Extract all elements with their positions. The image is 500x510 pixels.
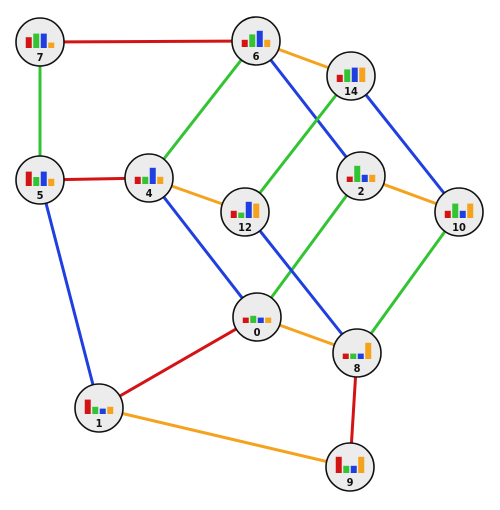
node-circle <box>434 187 484 237</box>
node-label: 6 <box>253 50 260 63</box>
node-bar-2 <box>357 353 364 359</box>
node-2: 2 <box>336 151 386 201</box>
node-5: 5 <box>15 155 65 205</box>
node-bar-1 <box>354 165 361 182</box>
node-9: 9 <box>325 442 375 492</box>
node-circle <box>326 51 376 101</box>
node-bar-2 <box>350 465 357 473</box>
edge-n0-n1 <box>97 315 259 410</box>
node-bar-0 <box>242 317 249 323</box>
node-circle <box>336 151 386 201</box>
node-0: 0 <box>232 292 282 342</box>
node-14: 14 <box>326 51 376 101</box>
node-label: 0 <box>254 326 261 339</box>
node-bar-2 <box>459 210 466 218</box>
node-bar-3 <box>358 456 365 473</box>
edge-n2-n0 <box>255 174 363 319</box>
node-bar-3 <box>264 39 271 47</box>
node-label: 5 <box>37 189 44 202</box>
node-label: 4 <box>146 187 153 200</box>
node-bar-1 <box>92 406 99 414</box>
node-bar-1 <box>33 33 40 48</box>
node-label: 1 <box>96 417 103 430</box>
edge-n5-n1 <box>38 178 101 410</box>
edge-n12-n8 <box>243 210 359 355</box>
node-bar-2 <box>245 201 252 218</box>
node-bar-1 <box>344 69 351 82</box>
node-bar-0 <box>84 399 91 414</box>
node-bar-0 <box>25 171 32 186</box>
node-bar-0 <box>335 456 342 473</box>
node-bar-3 <box>467 203 474 218</box>
node-bar-1 <box>250 315 257 323</box>
node-circle <box>124 153 174 203</box>
node-bar-3 <box>48 178 55 186</box>
node-bar-1 <box>452 203 459 218</box>
node-label: 7 <box>37 51 44 64</box>
node-bar-3 <box>107 406 114 414</box>
edge-n10-n8 <box>355 210 461 355</box>
edge-n6-n2 <box>254 39 363 178</box>
edge-n6-n4 <box>147 39 258 180</box>
node-bar-1 <box>249 34 256 47</box>
node-6: 6 <box>231 16 281 66</box>
node-circle <box>232 292 282 342</box>
node-bar-3 <box>265 317 272 323</box>
node-4: 4 <box>124 153 174 203</box>
node-label: 12 <box>238 221 252 234</box>
node-circle <box>325 442 375 492</box>
node-label: 10 <box>452 221 466 234</box>
node-bar-3 <box>369 174 376 182</box>
node-bar-0 <box>25 37 32 48</box>
node-bar-2 <box>351 67 358 82</box>
edge-n14-n12 <box>243 74 353 214</box>
node-7: 7 <box>15 17 65 67</box>
node-bar-2 <box>40 33 47 48</box>
edge-n1-n9 <box>97 406 352 469</box>
node-bar-1 <box>142 176 149 184</box>
node-bar-1 <box>343 465 350 473</box>
node-10: 10 <box>434 187 484 237</box>
node-bar-2 <box>149 167 156 184</box>
node-bar-0 <box>241 39 248 47</box>
node-bar-1 <box>238 212 245 218</box>
node-circle <box>231 16 281 66</box>
node-bar-3 <box>253 203 260 218</box>
node-bar-3 <box>48 42 55 48</box>
node-bar-3 <box>365 342 372 359</box>
node-bar-0 <box>342 353 349 359</box>
nodes-layer: 7 6 14 5 4 2 12 10 0 8 1 9 <box>15 16 484 492</box>
node-bar-2 <box>40 171 47 186</box>
node-bar-1 <box>33 177 40 186</box>
node-bar-2 <box>256 30 263 47</box>
edge-n4-n0 <box>147 176 259 319</box>
node-label: 2 <box>358 185 365 198</box>
node-circle <box>15 155 65 205</box>
node-bar-2 <box>257 317 264 323</box>
node-circle <box>74 383 124 433</box>
node-circle <box>332 328 382 378</box>
node-bar-0 <box>230 210 237 218</box>
node-label: 8 <box>354 362 361 375</box>
node-12: 12 <box>220 187 270 237</box>
node-8: 8 <box>332 328 382 378</box>
edge-n14-n10 <box>349 74 461 214</box>
node-bar-0 <box>346 176 353 182</box>
node-bar-2 <box>361 174 368 182</box>
node-1: 1 <box>74 383 124 433</box>
node-bar-2 <box>99 408 106 414</box>
node-label: 9 <box>347 476 354 489</box>
node-bar-1 <box>350 353 357 359</box>
node-bar-0 <box>336 74 343 82</box>
node-label: 14 <box>344 85 358 98</box>
node-bar-3 <box>359 67 366 82</box>
node-bar-0 <box>444 210 451 218</box>
edge-n7-n6 <box>38 39 258 44</box>
node-circle <box>220 187 270 237</box>
node-circle <box>15 17 65 67</box>
node-bar-0 <box>134 176 141 184</box>
node-bar-3 <box>157 176 164 184</box>
